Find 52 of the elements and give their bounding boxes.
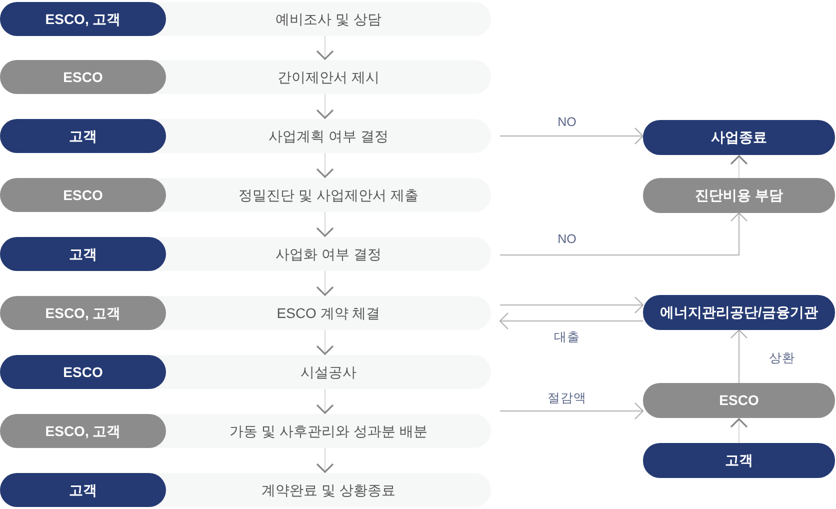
chevron-arrow [316, 153, 334, 178]
step-band [0, 296, 491, 330]
step-label: 사업화 여부 결정 [274, 245, 382, 264]
actor-pill: 고객 [0, 237, 166, 271]
edge-label: 대출 [552, 329, 582, 346]
edge-label: 상환 [767, 350, 797, 367]
actor-pill: ESCO, 고객 [0, 2, 166, 36]
result-pill: 사업종료 [643, 120, 835, 155]
actor-pill: ESCO [0, 60, 166, 94]
actor-pill: ESCO, 고객 [0, 414, 166, 448]
arrow [500, 212, 748, 256]
chevron-arrow [316, 448, 334, 473]
step-band [0, 119, 491, 153]
step-label: 정밀진단 및 사업제안서 제출 [238, 186, 420, 205]
step-label: 가동 및 사후관리와 성과분 배분 [228, 422, 428, 441]
step-band [0, 2, 491, 36]
actor-pill: ESCO, 고객 [0, 296, 166, 330]
step-label: ESCO 계약 체결 [276, 304, 382, 323]
arrow [500, 402, 644, 420]
result-pill: 고객 [643, 443, 835, 478]
step-label: 예비조사 및 상담 [274, 10, 382, 29]
result-pill: ESCO [643, 383, 835, 418]
step-band [0, 414, 491, 448]
step-band [0, 60, 491, 94]
actor-pill: 고객 [0, 473, 166, 507]
actor-pill: ESCO [0, 355, 166, 389]
step-band [0, 237, 491, 271]
chevron-arrow [316, 212, 334, 237]
step-label: 간이제안서 제시 [276, 68, 380, 87]
step-label: 사업계획 여부 결정 [268, 127, 390, 146]
step-label: 시설공사 [300, 363, 358, 382]
result-pill: 에너지관리공단/금융기관 [643, 295, 835, 330]
edge-label: NO [556, 115, 578, 129]
arrow [730, 330, 748, 383]
chevron-arrow [316, 330, 334, 355]
chevron-arrow [316, 389, 334, 414]
step-band [0, 473, 491, 507]
step-label: 계약완료 및 상황종료 [260, 481, 396, 500]
actor-pill: ESCO [0, 178, 166, 212]
actor-pill: 고객 [0, 119, 166, 153]
arrow [500, 312, 643, 330]
chevron-arrow [316, 36, 334, 60]
chevron-arrow [730, 155, 748, 178]
chevron-arrow [316, 94, 334, 119]
result-pill: 진단비용 부담 [643, 178, 835, 213]
arrow [500, 128, 644, 144]
arrow [500, 296, 644, 314]
chevron-arrow [730, 418, 748, 443]
step-band [0, 355, 491, 389]
chevron-arrow [316, 271, 334, 296]
edge-label: NO [556, 232, 578, 246]
step-band [0, 178, 491, 212]
